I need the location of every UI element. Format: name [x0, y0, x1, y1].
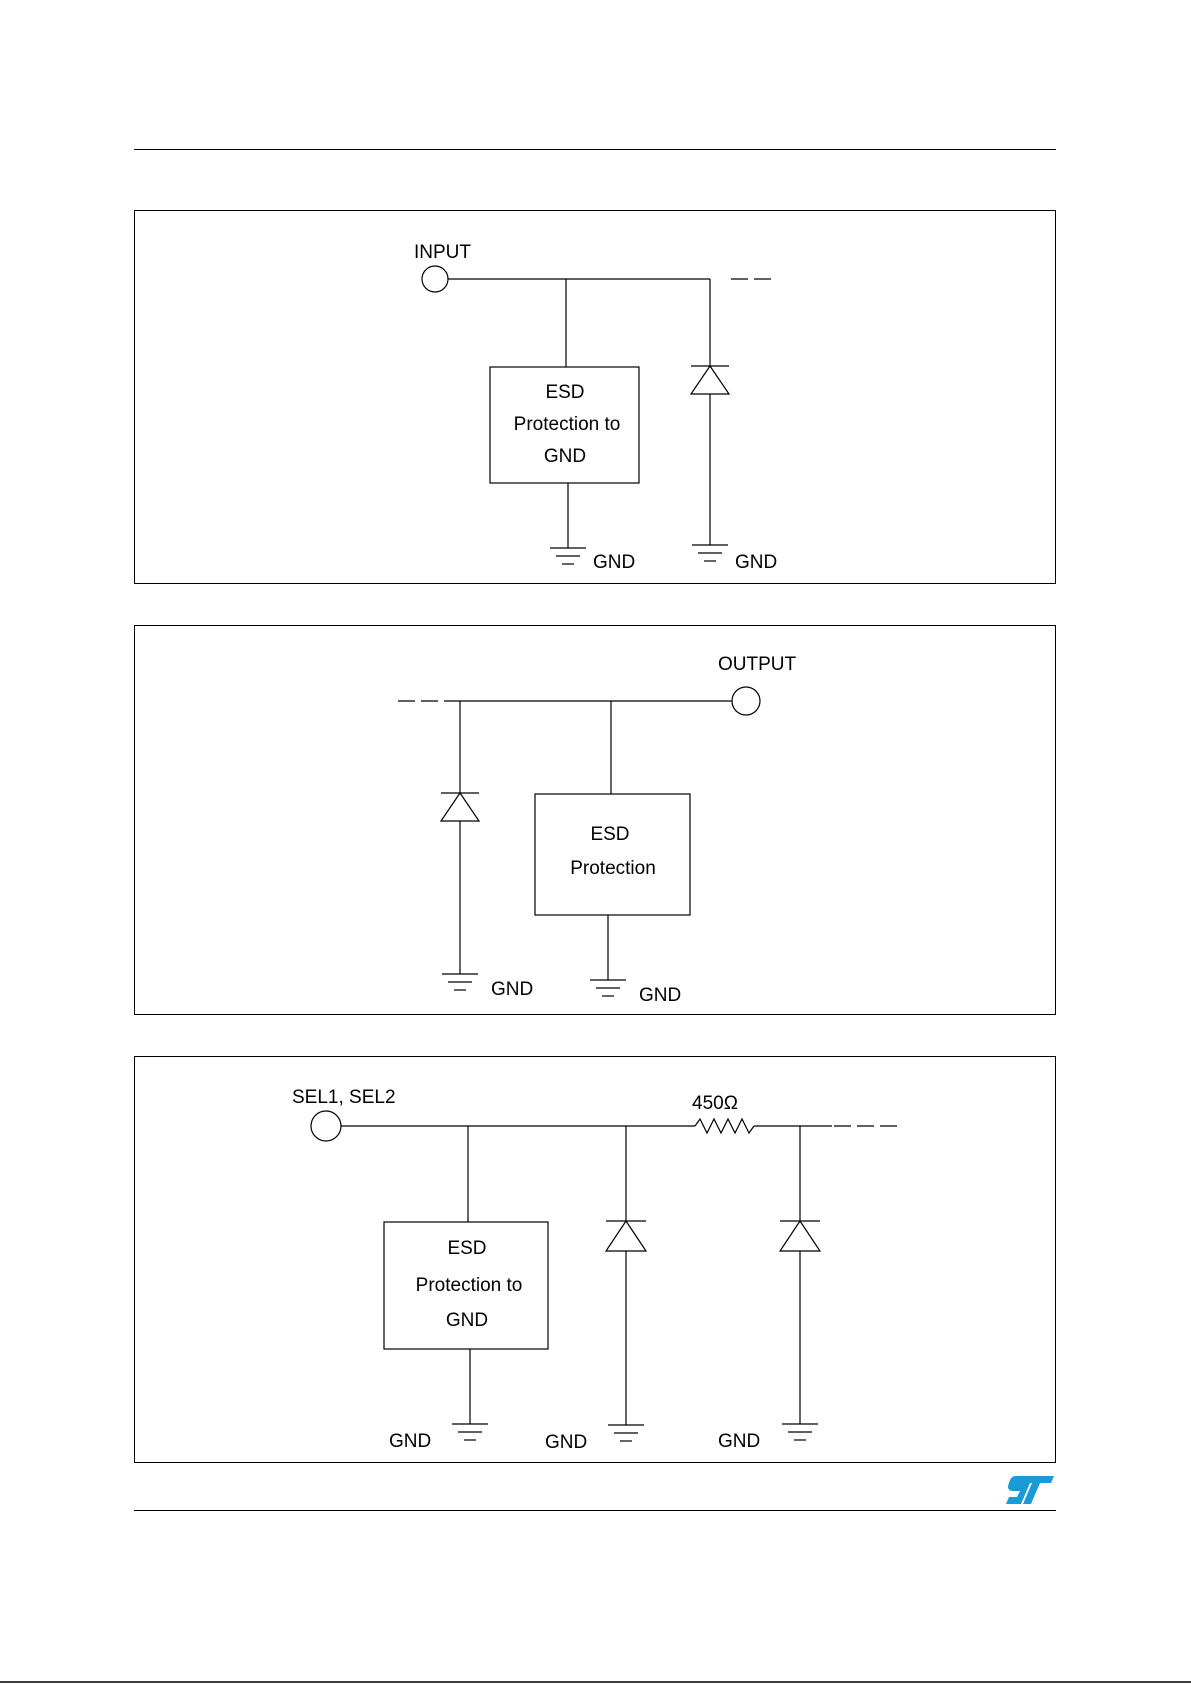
sel-gnd-label-1: GND [389, 1431, 431, 1452]
diode-icon [441, 793, 479, 821]
sel-esd-box-line3: GND [446, 1310, 488, 1331]
ground-icon [452, 1424, 488, 1440]
ground-icon [782, 1424, 818, 1440]
sel-esd-box-line2: Protection to [416, 1275, 523, 1296]
input-pin-icon [422, 266, 448, 292]
diode-icon [606, 1221, 646, 1251]
output-gnd-label-2: GND [639, 985, 681, 1006]
sel-gnd-label-3: GND [718, 1431, 760, 1452]
input-gnd-label-1: GND [593, 552, 635, 573]
input-esd-box-line2: Protection to [514, 414, 621, 435]
output-esd-box-line1: ESD [590, 824, 629, 845]
resistor-value-label: 450Ω [692, 1093, 738, 1114]
sel-gnd-label-2: GND [545, 1432, 587, 1453]
input-circuit: INPUT ESD Protection to GND GND GND [414, 242, 777, 573]
output-pin-icon [732, 687, 760, 715]
output-circuit: OUTPUT GND ESD Protection GND [398, 654, 797, 1006]
st-logo-icon [1004, 1474, 1056, 1506]
ground-icon [550, 548, 586, 564]
sel-pin-icon [311, 1111, 341, 1141]
sel-esd-box-line1: ESD [447, 1238, 486, 1259]
output-esd-box [535, 794, 690, 915]
input-esd-box-line1: ESD [545, 382, 584, 403]
output-esd-box-line2: Protection [570, 858, 656, 879]
ground-icon [442, 974, 478, 990]
ground-icon [608, 1425, 644, 1441]
diode-icon [780, 1221, 820, 1251]
output-gnd-label-1: GND [491, 979, 533, 1000]
ground-icon [590, 980, 626, 996]
ground-icon [692, 545, 728, 561]
footer-rule [134, 1510, 1056, 1511]
sel-pin-label: SEL1, SEL2 [292, 1087, 396, 1108]
diode-icon [691, 366, 729, 394]
input-gnd-label-2: GND [735, 552, 777, 573]
page-edge-line [0, 1680, 1191, 1685]
sel-circuit: SEL1, SEL2 450Ω ESD Protection to GND GN… [292, 1087, 897, 1453]
resistor-icon [695, 1119, 754, 1133]
input-esd-box-line3: GND [544, 446, 586, 467]
input-pin-label: INPUT [414, 242, 471, 263]
output-pin-label: OUTPUT [718, 654, 797, 675]
